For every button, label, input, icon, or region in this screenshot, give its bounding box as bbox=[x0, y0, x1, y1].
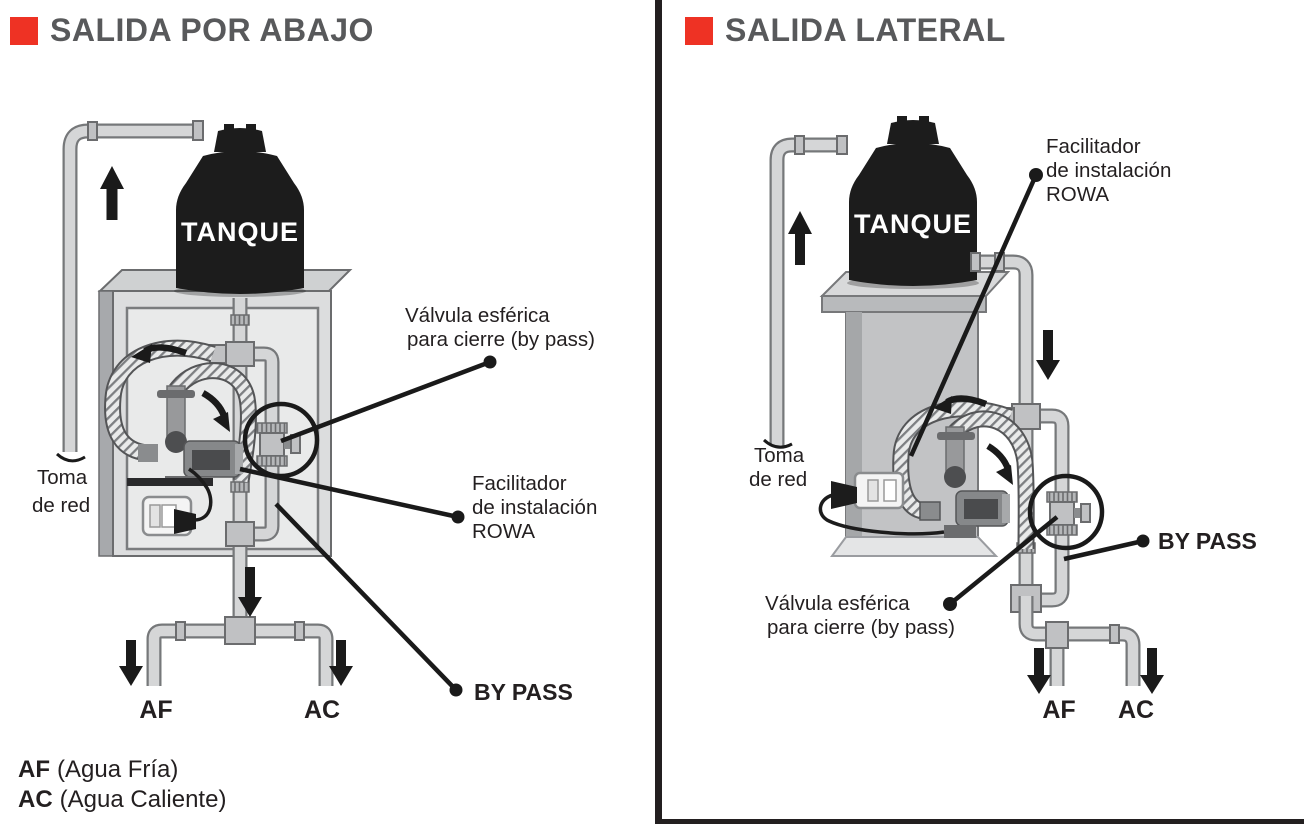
power-plug bbox=[831, 481, 857, 509]
pressure-pump bbox=[138, 385, 243, 484]
flow-arrow-down-icon bbox=[1140, 648, 1164, 694]
red-square-bullet-icon bbox=[685, 16, 713, 45]
toma-de-red-tick bbox=[762, 438, 793, 449]
flow-arrow-curved-down-head bbox=[996, 465, 1013, 485]
facilitador-label-line3: ROWA bbox=[1046, 183, 1109, 206]
legend-af-desc: (Agua Fría) bbox=[57, 756, 179, 783]
tank-label: TANQUE bbox=[854, 209, 972, 239]
left-panel-title: SALIDA POR ABAJO bbox=[50, 12, 374, 48]
toma-de-red-line1: Toma bbox=[754, 444, 805, 467]
toma-de-red-line2: de red bbox=[32, 494, 90, 517]
legend-af: AF (Agua Fría) bbox=[18, 755, 226, 785]
pipe-coupling bbox=[230, 314, 250, 326]
power-cord bbox=[818, 493, 945, 536]
panel-divider bbox=[655, 0, 662, 824]
pipe-coupling bbox=[192, 120, 204, 141]
left-main-pipe bbox=[209, 298, 272, 630]
power-plug bbox=[174, 509, 196, 534]
right-panel-title: SALIDA LATERAL bbox=[725, 12, 1006, 48]
tee-fitting bbox=[1045, 621, 1069, 649]
flow-arrow-up-icon bbox=[788, 211, 812, 265]
flow-arrow-down-icon bbox=[329, 640, 353, 686]
flow-arrow-curved-down-icon bbox=[201, 390, 228, 418]
pipe-coupling bbox=[794, 135, 805, 155]
toma-de-red-line1: Toma bbox=[37, 466, 88, 489]
legend-af-abbr: AF bbox=[18, 756, 50, 783]
power-cord bbox=[188, 467, 213, 522]
facilitador-label-line2: de instalación bbox=[1046, 159, 1171, 182]
right-panel-header: SALIDA LATERAL bbox=[685, 12, 1006, 49]
legend: AF (Agua Fría) AC(Agua Caliente) bbox=[18, 755, 226, 815]
valvula-label-line1: Válvula esférica bbox=[405, 304, 550, 327]
bypass-label: BY PASS bbox=[474, 679, 573, 705]
facilitador-label-line1: Facilitador bbox=[472, 472, 567, 495]
toma-de-red-line2: de red bbox=[749, 468, 807, 491]
pipe-coupling bbox=[87, 121, 98, 141]
pipe-coupling bbox=[230, 481, 250, 493]
flow-arrow-down-icon bbox=[119, 640, 143, 686]
shelf-bar bbox=[127, 478, 213, 486]
right-diagram-salida-lateral: TANQUE bbox=[749, 116, 1257, 724]
bypass-ball-valve bbox=[1046, 491, 1091, 536]
bypass-label: BY PASS bbox=[1158, 528, 1257, 554]
left-panel-header: SALIDA POR ABAJO bbox=[10, 12, 374, 49]
right-bottom-piping bbox=[1026, 596, 1133, 686]
pipe-coupling bbox=[970, 252, 981, 272]
flow-arrow-down-icon bbox=[1036, 330, 1060, 380]
af-outlet-label: AF bbox=[139, 696, 172, 724]
pipe-coupling bbox=[1109, 624, 1120, 644]
water-tank: TANQUE bbox=[174, 124, 306, 297]
pipe-coupling bbox=[175, 621, 186, 641]
pipe-coupling bbox=[294, 621, 305, 641]
ac-outlet-label: AC bbox=[304, 696, 340, 724]
legend-ac-desc: (Agua Caliente) bbox=[59, 786, 227, 813]
bypass-ball-valve bbox=[256, 422, 301, 467]
valve-annotation-circle bbox=[1027, 473, 1105, 551]
tee-fitting bbox=[225, 521, 255, 547]
flow-arrow-up-icon bbox=[100, 166, 124, 220]
leader-lines bbox=[908, 168, 1150, 611]
right-supply-pipe bbox=[777, 135, 848, 446]
legend-ac: AC(Agua Caliente) bbox=[18, 785, 226, 815]
facilitador-label-line1: Facilitador bbox=[1046, 135, 1141, 158]
flow-arrow-curved-down-icon bbox=[986, 443, 1012, 471]
red-square-bullet-icon bbox=[10, 16, 38, 45]
tee-fitting bbox=[224, 616, 256, 645]
valvula-label-line2: para cierre (by pass) bbox=[407, 328, 595, 351]
pressure-pump bbox=[919, 426, 1010, 538]
flow-arrow-curved-down-head bbox=[213, 412, 230, 432]
tank-label: TANQUE bbox=[181, 217, 299, 247]
flow-arrow-curved-left-head bbox=[933, 396, 952, 414]
legend-ac-abbr: AC bbox=[18, 786, 53, 813]
tee-fitting bbox=[225, 341, 255, 367]
power-outlet bbox=[853, 471, 905, 510]
left-bottom-piping bbox=[154, 600, 326, 686]
valvula-label-line1: Válvula esférica bbox=[765, 592, 910, 615]
water-tank: TANQUE bbox=[847, 116, 979, 289]
af-outlet-label: AF bbox=[1042, 696, 1075, 724]
left-supply-pipe bbox=[70, 120, 204, 452]
facilitador-label-line2: de instalación bbox=[472, 496, 597, 519]
toma-de-red-tick bbox=[55, 452, 86, 463]
bottom-rule bbox=[662, 819, 1304, 824]
left-diagram-salida-por-abajo: TANQUE bbox=[32, 120, 597, 724]
pipe-coupling bbox=[836, 135, 848, 155]
valvula-label-line2: para cierre (by pass) bbox=[767, 616, 955, 639]
leader-lines bbox=[239, 355, 497, 697]
flow-arrow-down-icon bbox=[238, 567, 262, 617]
flow-arrow-curved-left-head bbox=[131, 344, 152, 363]
flow-arrow-down-icon bbox=[1027, 648, 1051, 694]
ac-outlet-label: AC bbox=[1118, 696, 1154, 724]
facilitador-label-line3: ROWA bbox=[472, 520, 535, 543]
